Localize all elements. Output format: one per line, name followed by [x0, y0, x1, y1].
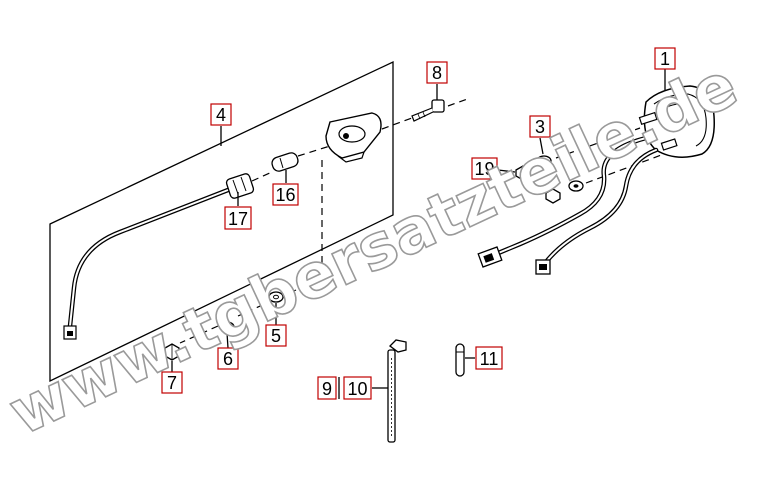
- svg-text:6: 6: [223, 349, 233, 369]
- wiring-connector-right: [535, 259, 551, 275]
- svg-text:4: 4: [216, 105, 226, 125]
- svg-text:9: 9: [322, 379, 332, 399]
- pin: [455, 343, 465, 377]
- tail-washer: [536, 155, 552, 167]
- nut: [164, 343, 180, 361]
- license-lamp-housing: [325, 112, 382, 163]
- tail-nut-upper: [515, 165, 531, 181]
- svg-text:3: 3: [535, 117, 545, 137]
- label-7: 7: [161, 371, 183, 394]
- label-11: 11: [475, 346, 503, 370]
- label-5: 5: [265, 324, 287, 347]
- tail-light: [638, 85, 715, 158]
- svg-text:8: 8: [432, 63, 442, 83]
- leader-lines: [171, 66, 666, 399]
- svg-text:17: 17: [228, 209, 248, 229]
- tail-nut-lower: [545, 188, 561, 204]
- label-8: 8: [426, 61, 448, 84]
- watermark: www.tgbersatzteile.de: [0, 48, 748, 449]
- label-4: 4: [210, 103, 232, 126]
- washer: [268, 291, 284, 303]
- bulb: [271, 152, 299, 172]
- svg-text:19: 19: [474, 159, 494, 179]
- label-9: 9: [317, 376, 337, 400]
- label-19: 19: [471, 157, 498, 180]
- svg-text:5: 5: [271, 326, 281, 346]
- cable-tie: [387, 339, 407, 443]
- label-1: 1: [654, 47, 676, 70]
- wiring-connector-left: [477, 246, 503, 268]
- label-3: 3: [529, 115, 551, 138]
- svg-text:7: 7: [167, 373, 177, 393]
- label-16: 16: [272, 183, 299, 206]
- svg-text:11: 11: [480, 349, 499, 369]
- svg-text:1: 1: [660, 49, 670, 69]
- bulb-socket: [225, 173, 255, 199]
- tail-washer-lower: [568, 180, 584, 192]
- tail-light-wiring: [493, 135, 659, 265]
- svg-text:16: 16: [275, 185, 295, 205]
- svg-text:10: 10: [347, 379, 367, 399]
- assembly-lines: [179, 97, 665, 344]
- lock-washer: [219, 321, 235, 333]
- label-17: 17: [224, 206, 252, 230]
- label-6: 6: [217, 347, 239, 370]
- label-10: 10: [343, 376, 372, 400]
- assembly-frame: [49, 60, 394, 383]
- bolt: [411, 99, 445, 122]
